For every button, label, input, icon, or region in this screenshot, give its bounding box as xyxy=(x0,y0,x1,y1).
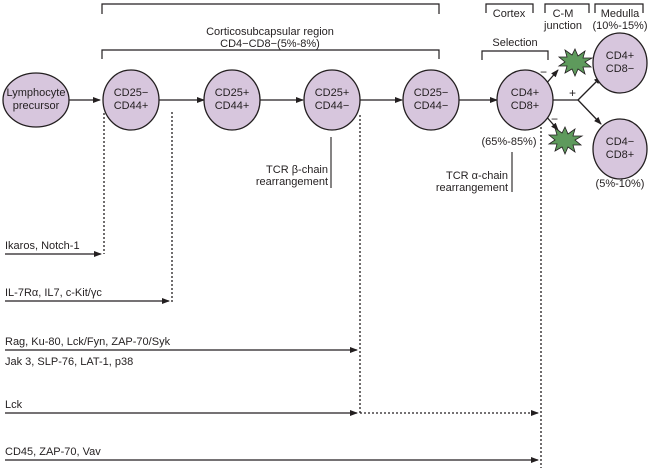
node-cd25neg-cd44pos xyxy=(102,69,160,131)
node-label-cd25pos-cd44neg: CD25+ CD44− xyxy=(315,87,350,113)
selection-bracket xyxy=(481,50,549,60)
node-line1: Lymphocyte xyxy=(6,87,66,99)
node-line2: CD44+ xyxy=(214,100,250,112)
node-lymphocyte-precursor xyxy=(2,72,70,128)
corticosubcapsular-label: Corticosubcapsular region xyxy=(206,26,334,38)
double-negative-bracket xyxy=(101,49,440,59)
node-cd25neg-cd44neg xyxy=(402,69,460,131)
node-cd25pos-cd44pos xyxy=(203,69,261,131)
tcr-beta-label-line2: rearrangement xyxy=(255,176,328,188)
factor-label-ikaros: Ikaros, Notch-1 xyxy=(5,240,80,252)
node-line2: CD44+ xyxy=(113,100,149,112)
cortex-label: Cortex xyxy=(492,8,526,20)
cortex-bracket xyxy=(485,3,534,13)
medulla-label-line2: (10%-15%) xyxy=(592,20,648,32)
corticosubcapsular-bracket xyxy=(101,3,440,14)
node-label-cd25pos-cd44pos: CD25+ CD44+ xyxy=(215,87,250,113)
node-cd4pos-cd8neg xyxy=(592,32,648,94)
node-line2: CD44− xyxy=(314,100,350,112)
factor-label-jak3: Jak 3, SLP-76, LAT-1, p38 xyxy=(5,356,134,368)
upper-apoptosis-starburst xyxy=(557,48,594,78)
node-label-cd25neg-cd44neg: CD25− CD44− xyxy=(414,87,449,113)
medulla-bracket xyxy=(594,3,644,13)
lower-apoptosis-starburst xyxy=(547,126,584,156)
node-line2: CD44− xyxy=(413,100,449,112)
tcr-alpha-label-line1: TCR α-chain xyxy=(446,170,508,182)
node-line1: CD4− xyxy=(605,136,635,148)
arrow-branch-to-cd8 xyxy=(577,99,602,125)
medulla-label-line1: Medulla xyxy=(600,8,640,20)
tcr-beta-label-line1: TCR β-chain xyxy=(266,164,328,176)
factor-label-rag: Rag, Ku-80, Lck/Fyn, ZAP-70/Syk xyxy=(5,336,171,348)
node-line1: CD4+ xyxy=(605,50,635,62)
node-label-cd4pos-cd8neg: CD4+ CD8− xyxy=(606,50,634,76)
arrow-branch-to-cd4 xyxy=(577,76,602,101)
cm-junction-label-line1: C-M xyxy=(552,8,574,20)
factor-label-lck: Lck xyxy=(5,399,23,411)
tcr-alpha-label-line2: rearrangement xyxy=(435,182,508,194)
cm-junction-label-line2: junction xyxy=(544,20,582,32)
factor-label-il7: IL-7Rα, IL7, c-Kit/γc xyxy=(5,287,102,299)
node-line2: CD8− xyxy=(605,63,635,75)
lower-negative-selection-sign: − xyxy=(551,112,559,126)
node-line1: CD4+ xyxy=(510,87,540,99)
node-label-cd4neg-cd8pos: CD4− CD8+ xyxy=(606,136,634,162)
upper-negative-selection-sign: − xyxy=(540,65,548,79)
factor-label-cd45: CD45, ZAP-70, Vav xyxy=(5,446,101,458)
positive-selection-sign: + xyxy=(569,86,577,100)
node-line1: CD25+ xyxy=(314,87,350,99)
node-line1: CD25+ xyxy=(214,87,250,99)
node-line2: CD8+ xyxy=(605,149,635,161)
cd8-single-positive-percentage: (5%-10%) xyxy=(595,178,645,190)
selection-label: Selection xyxy=(492,37,538,49)
node-line1: CD25− xyxy=(113,87,149,99)
node-cd25pos-cd44neg xyxy=(303,69,361,131)
double-positive-percentage: (65%-85%) xyxy=(481,136,537,148)
node-line1: CD25− xyxy=(413,87,449,99)
double-negative-label: CD4−CD8−(5%-8%) xyxy=(220,38,320,50)
node-line2: CD8+ xyxy=(510,100,540,112)
node-cd4neg-cd8pos xyxy=(592,118,648,180)
node-label-cd4pos-cd8pos: CD4+ CD8+ xyxy=(511,87,539,113)
node-label-cd25neg-cd44pos: CD25− CD44+ xyxy=(114,87,149,113)
node-label-lymphocyte-precursor: Lymphocyte precursor xyxy=(7,87,66,113)
cm-junction-bracket xyxy=(544,3,590,13)
node-line2: precursor xyxy=(12,100,60,112)
node-cd4pos-cd8pos xyxy=(496,69,554,131)
